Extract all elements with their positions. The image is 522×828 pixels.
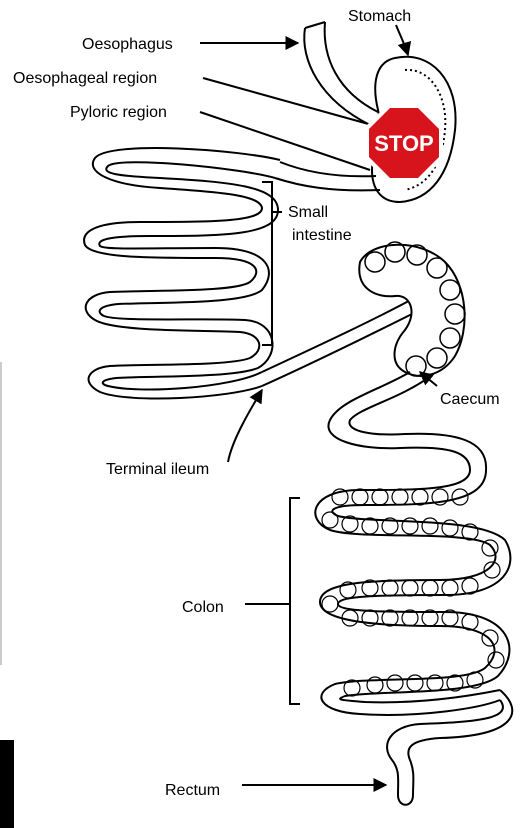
label-pyloric-region: Pyloric region	[70, 104, 167, 121]
small-intestine-coils	[84, 148, 280, 398]
label-oesophageal-region: Oesophageal region	[13, 70, 157, 87]
colon-bracket	[245, 498, 300, 704]
rectum-tube	[387, 690, 512, 805]
corner-block	[0, 740, 14, 828]
pyloric-tube	[275, 162, 380, 190]
stop-sign-text: STOP	[374, 131, 434, 156]
label-colon: Colon	[182, 599, 224, 616]
terminal-ileum-tube	[262, 296, 420, 386]
label-rectum: Rectum	[165, 782, 220, 799]
colon-coils	[315, 470, 510, 715]
ascending-tube	[328, 372, 486, 470]
label-small-intestine-line1: Small	[288, 204, 328, 221]
label-oesophagus: Oesophagus	[82, 36, 173, 53]
label-caecum: Caecum	[440, 391, 500, 408]
label-terminal-ileum: Terminal ileum	[106, 461, 209, 478]
label-small-intestine-line2: intestine	[292, 227, 352, 244]
label-stomach: Stomach	[348, 8, 411, 25]
stop-sign: STOP	[365, 104, 443, 182]
